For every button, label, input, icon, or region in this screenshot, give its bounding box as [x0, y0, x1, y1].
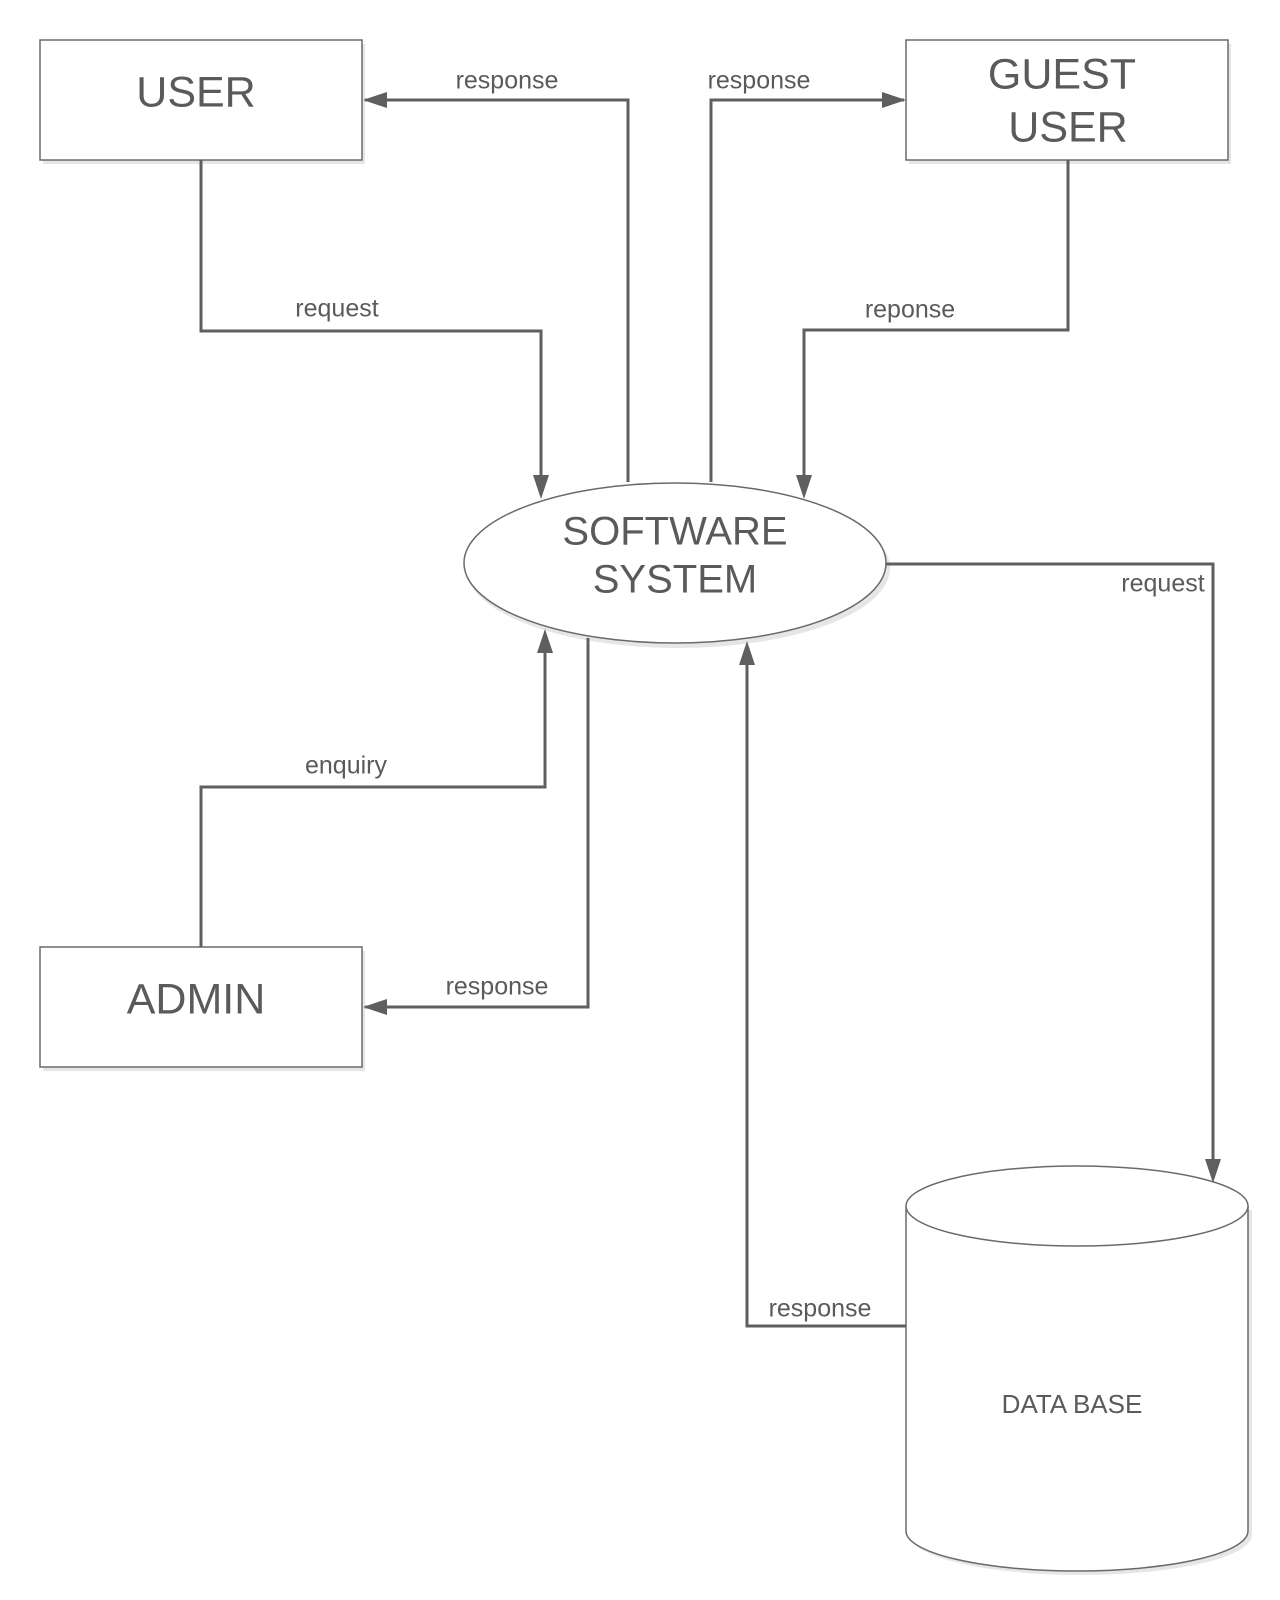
user-node[interactable]: USER — [39, 39, 365, 164]
edge-admin-to-system[interactable]: enquiry — [199, 629, 553, 947]
arrowhead-up-icon — [739, 641, 755, 665]
arrowhead-down-icon — [796, 475, 812, 499]
edge-system-to-user[interactable]: response — [363, 67, 630, 482]
admin-node[interactable]: ADMIN — [39, 946, 365, 1071]
arrowhead-left-icon — [363, 999, 387, 1015]
edge-user-to-system-label: request — [295, 295, 378, 323]
arrowhead-up-icon — [537, 629, 553, 653]
edge-database-to-system-label: response — [769, 1295, 872, 1323]
edge-guest-to-system-label: reponse — [865, 296, 955, 324]
guest-user-node[interactable]: GUEST USER — [905, 39, 1231, 164]
guest-user-node-label-line2: USER — [1008, 103, 1127, 151]
edge-user-to-system[interactable]: request — [199, 160, 549, 499]
edge-system-to-database-label: request — [1121, 570, 1204, 598]
edge-system-to-admin[interactable]: response — [363, 638, 590, 1015]
edge-guest-to-system[interactable]: reponse — [796, 160, 1070, 499]
guest-user-node-label-line1: GUEST — [988, 50, 1136, 98]
edge-system-to-admin-label: response — [446, 973, 549, 1001]
software-system-node[interactable]: SOFTWARE SYSTEM — [463, 482, 890, 648]
arrowhead-down-icon — [1205, 1159, 1221, 1183]
arrowhead-left-icon — [363, 92, 387, 108]
edge-database-to-system[interactable]: response — [739, 641, 906, 1328]
database-node-label: DATA BASE — [1002, 1389, 1143, 1419]
edge-admin-to-system-label: enquiry — [305, 752, 387, 780]
arrowhead-right-icon — [882, 92, 906, 108]
edge-system-to-database[interactable]: request — [886, 562, 1221, 1183]
edge-system-to-guest[interactable]: response — [708, 67, 906, 482]
software-system-node-label-line2: SYSTEM — [593, 558, 757, 602]
edge-system-to-user-label: response — [456, 67, 559, 95]
database-node[interactable]: DATA BASE — [905, 1165, 1252, 1575]
software-system-node-label-line1: SOFTWARE — [562, 510, 787, 554]
admin-node-label: ADMIN — [127, 975, 266, 1023]
edge-system-to-guest-label: response — [708, 67, 811, 95]
user-node-label: USER — [136, 68, 255, 116]
arrowhead-down-icon — [533, 475, 549, 499]
